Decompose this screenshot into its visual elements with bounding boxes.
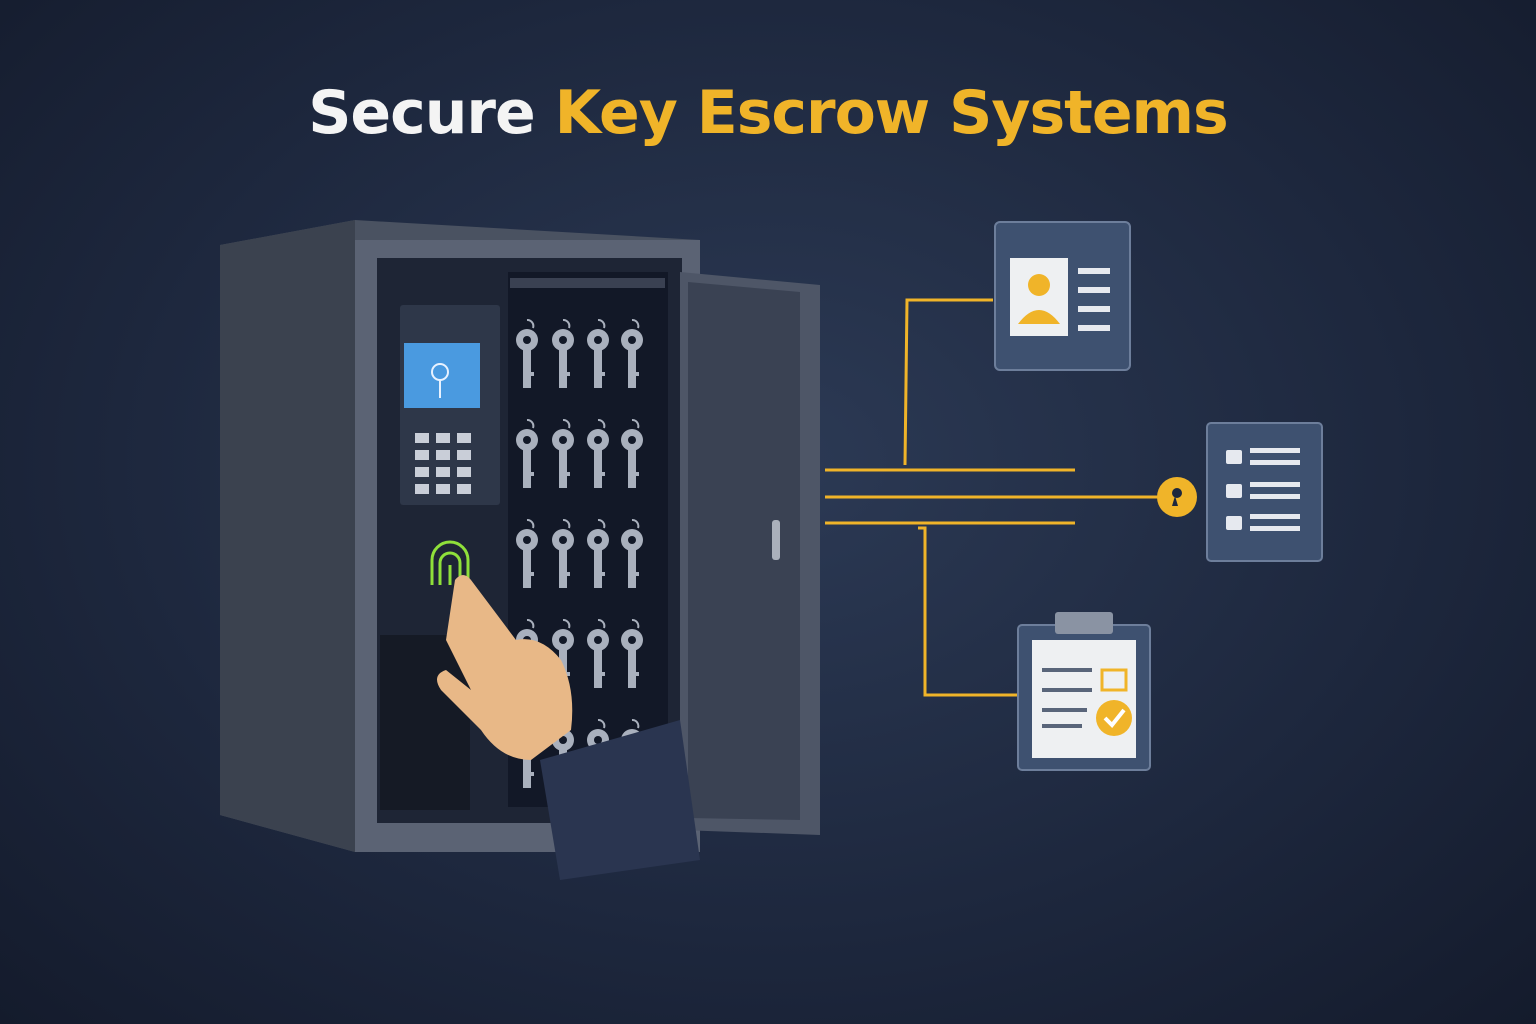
title-key-escrow-systems: Key Escrow Systems (554, 78, 1229, 148)
key-icon (587, 619, 609, 688)
key-icon (621, 319, 643, 388)
fingerprint-icon (430, 540, 470, 585)
keyhole-icon (1157, 477, 1197, 517)
key-icon (621, 619, 643, 688)
key-icon (552, 419, 574, 488)
title-word-secure: Secure (308, 78, 535, 148)
key-icon (587, 519, 609, 588)
key-icon (516, 319, 538, 388)
keypad-icon (415, 433, 471, 494)
hand-icon (437, 575, 700, 880)
key-icon (516, 419, 538, 488)
key-icon (587, 319, 609, 388)
key-icon (552, 319, 574, 388)
key-icon (516, 519, 538, 588)
id-card-icon (994, 221, 1131, 371)
key-icon (587, 419, 609, 488)
key-icon (621, 419, 643, 488)
connector-lines (825, 298, 1160, 697)
key-icon (552, 519, 574, 588)
clipboard-check-icon (1017, 612, 1151, 771)
checklist-icon (1206, 422, 1323, 562)
key-icon (621, 519, 643, 588)
screen (404, 343, 480, 408)
cabinet-door[interactable] (680, 272, 820, 835)
page-title: Secure Key Escrow Systems (0, 78, 1536, 148)
door-handle[interactable] (772, 520, 780, 560)
